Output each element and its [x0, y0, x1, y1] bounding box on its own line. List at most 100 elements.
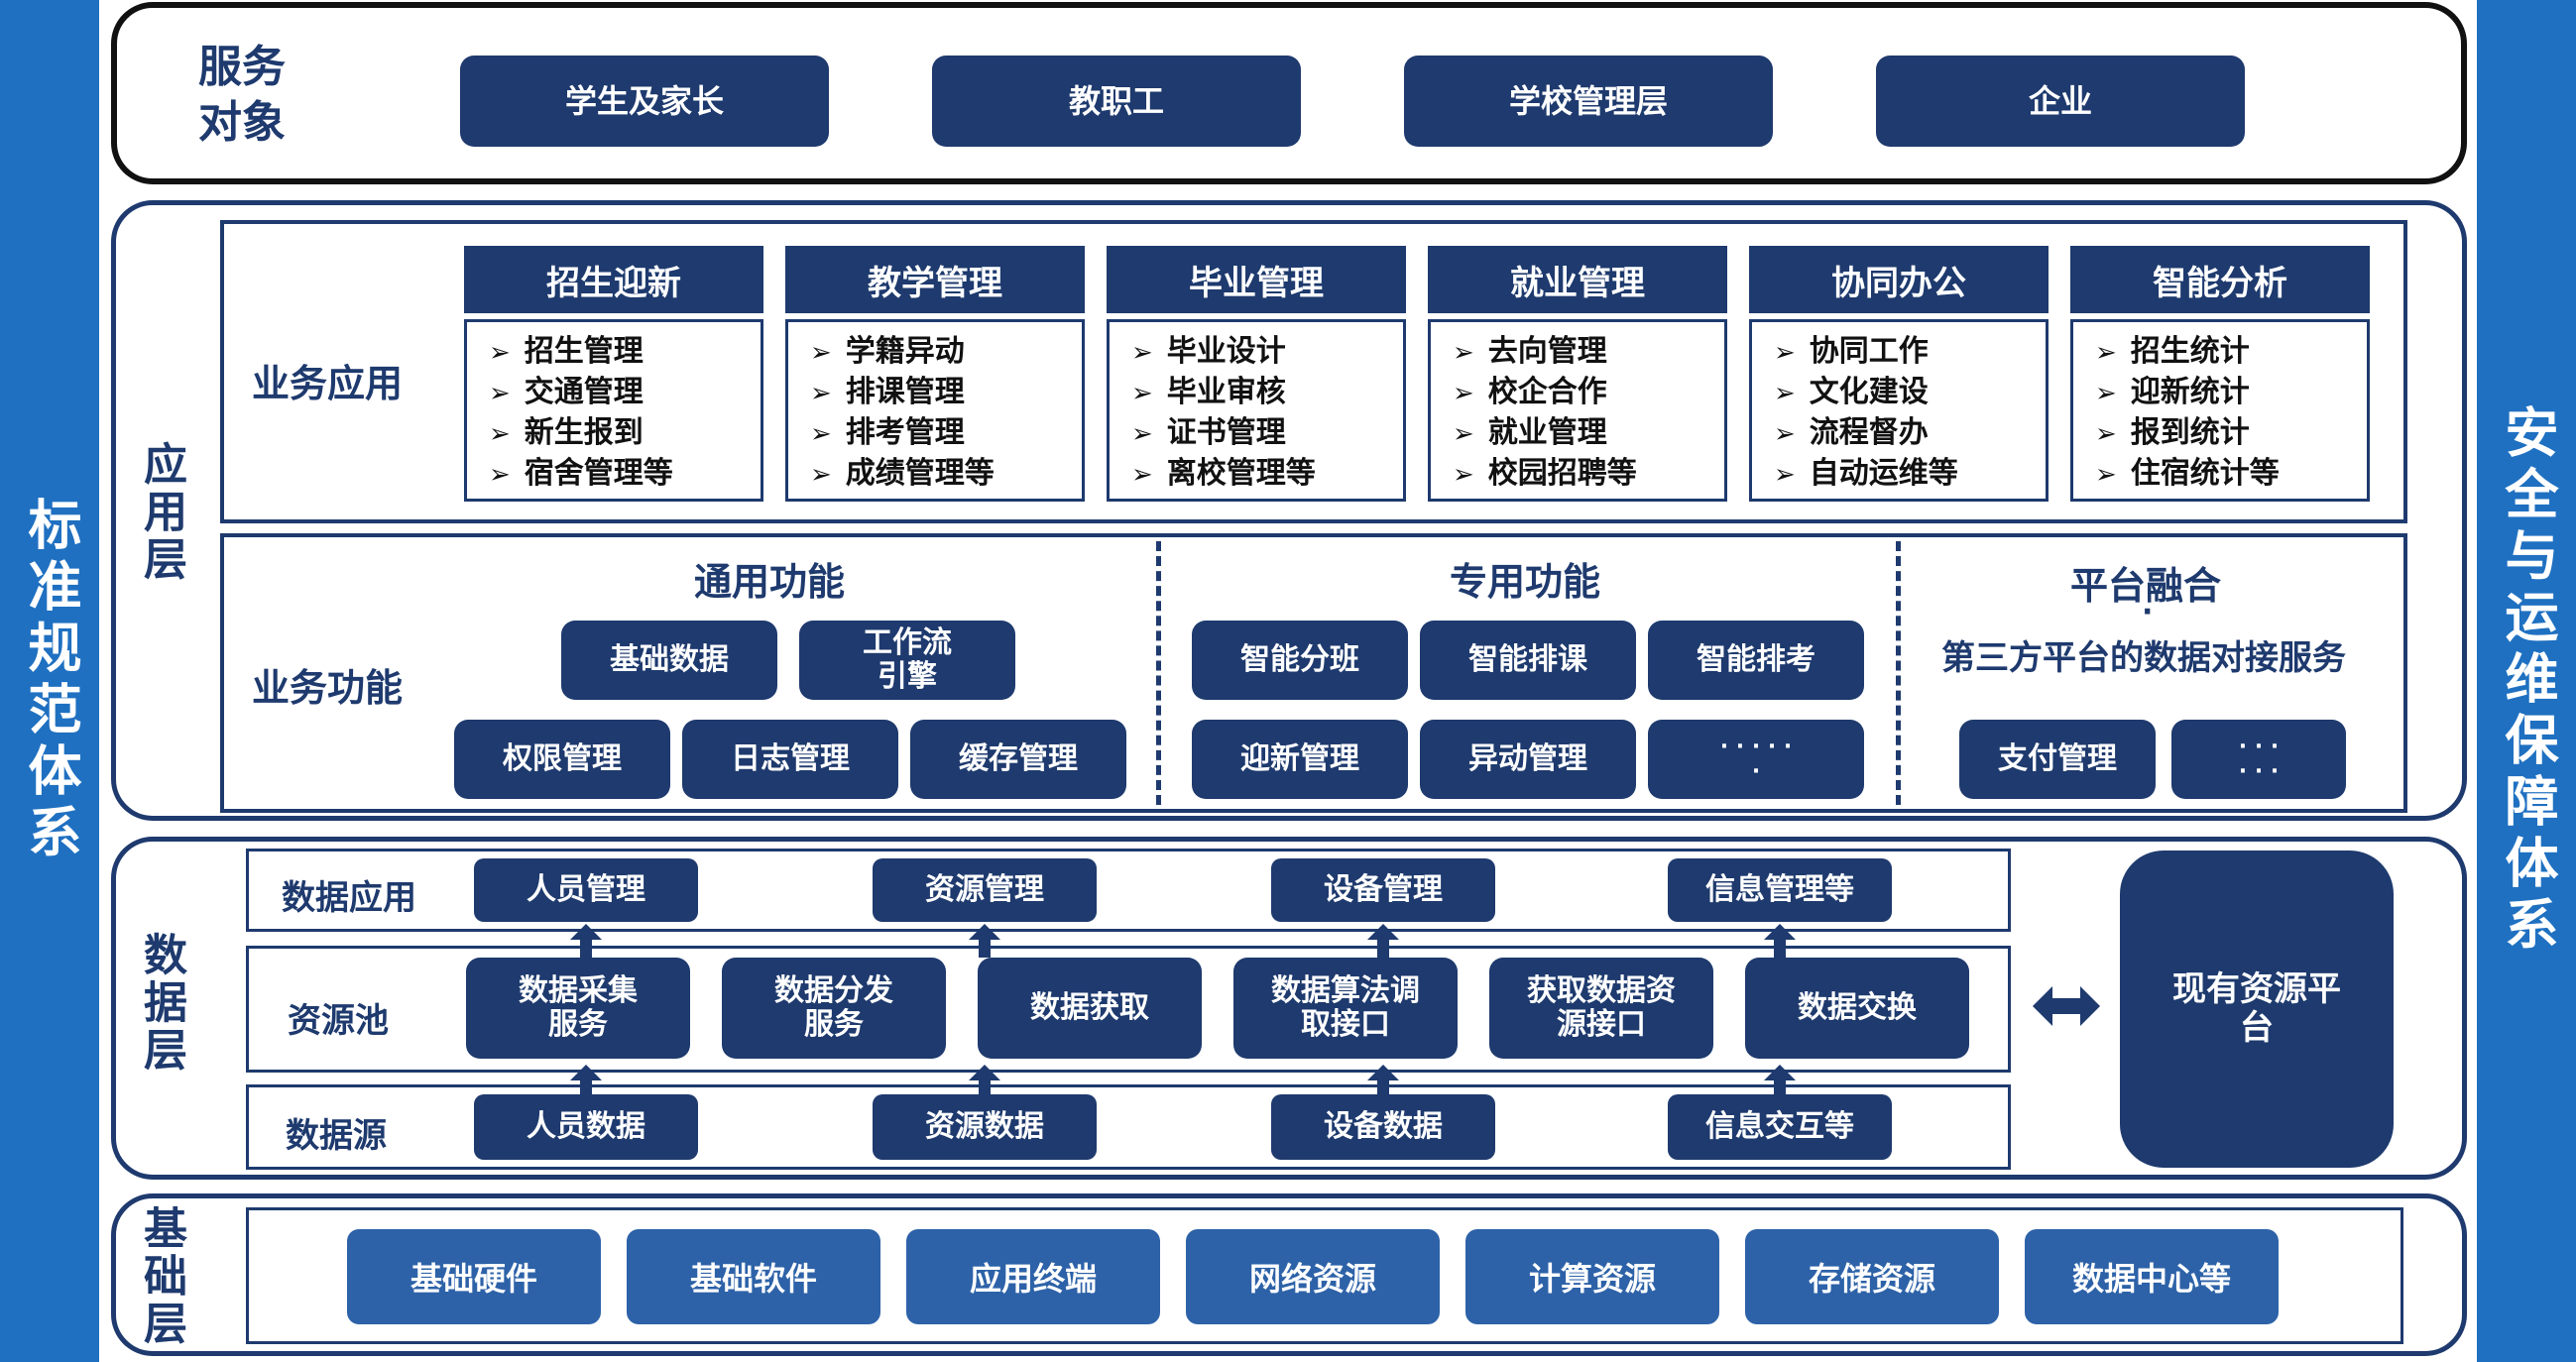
up-arrow-icon [570, 1065, 602, 1080]
general-title: 通用功能 [694, 560, 846, 604]
module-item: 流程督办 [1774, 413, 2046, 454]
platform-dot: · [2142, 595, 2154, 629]
module-item: 成绩管理等 [810, 454, 1082, 495]
data-app-info: 信息管理等 [1668, 858, 1892, 922]
general-btn-log: 日志管理 [682, 720, 898, 799]
general-btn-cache: 缓存管理 [910, 720, 1126, 799]
special-title: 专用功能 [1450, 560, 1601, 604]
bidirectional-arrow-icon [2033, 986, 2100, 1026]
module-title-analytics: 智能分析 [2070, 246, 2370, 313]
service-item-students: 学生及家长 [460, 56, 829, 147]
data-app-device: 设备管理 [1271, 858, 1495, 922]
arrow-stem [1774, 1080, 1786, 1094]
base-item-datacenter: 数据中心等 [2025, 1229, 2279, 1324]
module-item: 协同工作 [1774, 332, 2046, 373]
module-item: 招生管理 [489, 332, 761, 373]
service-label-text: 服务对象 [198, 42, 286, 148]
module-title-office: 协同办公 [1749, 246, 2049, 313]
base-item-terminal: 应用终端 [906, 1229, 1160, 1324]
up-arrow-icon [969, 924, 1000, 940]
module-item: 新生报到 [489, 413, 761, 454]
divider-2 [1896, 541, 1901, 805]
module-item: 宿舍管理等 [489, 454, 761, 495]
data-app-people: 人员管理 [474, 858, 698, 922]
arrow-stem [580, 940, 592, 958]
special-btn-schedule: 智能排课 [1420, 621, 1636, 700]
data-app-label: 数据应用 [282, 878, 416, 918]
pool-resource-api: 获取数据资 源接口 [1489, 958, 1713, 1059]
service-label: 服务对象 [198, 36, 317, 155]
base-item-software: 基础软件 [627, 1229, 880, 1324]
module-list-admission: 招生管理交通管理新生报到宿舍管理等 [464, 319, 763, 502]
module-item: 自动运维等 [1774, 454, 2046, 495]
source-resource: 资源数据 [873, 1094, 1097, 1160]
module-list-graduation: 毕业设计毕业审核证书管理离校管理等 [1107, 319, 1406, 502]
existing-platform: 现有资源平 台 [2120, 851, 2394, 1168]
security-bar: 安全与运维保障体系 [2477, 0, 2576, 1362]
platform-btn-more: · · · · · · [2171, 720, 2346, 799]
biz-app-label: 业务应用 [252, 362, 404, 405]
module-title-admission: 招生迎新 [464, 246, 763, 313]
module-list-teaching: 学籍异动排课管理排考管理成绩管理等 [785, 319, 1085, 502]
up-arrow-icon [1367, 924, 1399, 940]
security-bar-label: 安全与运维保障体系 [2496, 404, 2558, 958]
module-title-teaching: 教学管理 [785, 246, 1085, 313]
platform-title: 平台融合 [2070, 564, 2222, 608]
data-layer-label: 数据层 [136, 932, 186, 1075]
module-item: 交通管理 [489, 373, 761, 413]
module-item: 排课管理 [810, 373, 1082, 413]
up-arrow-icon [969, 1065, 1000, 1080]
arrow-stem [1377, 1080, 1389, 1094]
service-item-staff: 教职工 [932, 56, 1301, 147]
source-info: 信息交互等 [1668, 1094, 1892, 1160]
data-source-label: 数据源 [286, 1116, 387, 1156]
up-arrow-icon [570, 924, 602, 940]
special-btn-change: 异动管理 [1420, 720, 1636, 799]
module-item: 证书管理 [1131, 413, 1403, 454]
up-arrow-icon [1764, 1065, 1796, 1080]
base-item-network: 网络资源 [1186, 1229, 1440, 1324]
module-item: 招生统计 [2095, 332, 2367, 373]
data-app-resource: 资源管理 [873, 858, 1097, 922]
special-btn-class: 智能分班 [1192, 621, 1408, 700]
biz-func-label: 业务功能 [252, 666, 404, 710]
pool-collect: 数据采集 服务 [466, 958, 690, 1059]
module-item: 离校管理等 [1131, 454, 1403, 495]
pool-fetch: 数据获取 [978, 958, 1202, 1059]
special-btn-exam: 智能排考 [1648, 621, 1864, 700]
base-item-hardware: 基础硬件 [347, 1229, 601, 1324]
pool-algorithm-api: 数据算法调 取接口 [1233, 958, 1458, 1059]
module-item: 校企合作 [1453, 373, 1724, 413]
general-btn-permission: 权限管理 [454, 720, 670, 799]
arrow-stem [1377, 940, 1389, 958]
module-title-graduation: 毕业管理 [1107, 246, 1406, 313]
arrow-stem [979, 1080, 991, 1094]
module-list-employment: 去向管理校企合作就业管理校园招聘等 [1428, 319, 1727, 502]
module-title-employment: 就业管理 [1428, 246, 1727, 313]
module-item: 住宿统计等 [2095, 454, 2367, 495]
module-item: 学籍异动 [810, 332, 1082, 373]
general-btn-basic-data: 基础数据 [561, 621, 777, 700]
base-layer-label: 基础层 [136, 1205, 186, 1348]
module-list-office: 协同工作文化建设流程督办自动运维等 [1749, 319, 2049, 502]
source-device: 设备数据 [1271, 1094, 1495, 1160]
base-item-storage: 存储资源 [1745, 1229, 1999, 1324]
service-item-enterprise: 企业 [1876, 56, 2245, 147]
resource-pool-label: 资源池 [288, 1001, 389, 1041]
platform-subtitle: 第三方平台的数据对接服务 [1941, 638, 2346, 678]
up-arrow-icon [1367, 1065, 1399, 1080]
pool-distribute: 数据分发 服务 [722, 958, 946, 1059]
module-item: 就业管理 [1453, 413, 1724, 454]
standards-bar-label: 标准规范体系 [19, 497, 81, 865]
pool-exchange: 数据交换 [1745, 958, 1969, 1059]
general-btn-workflow: 工作流 引擎 [799, 621, 1015, 700]
arrow-stem [1774, 940, 1786, 958]
module-item: 迎新统计 [2095, 373, 2367, 413]
up-arrow-icon [1764, 924, 1796, 940]
module-item: 文化建设 [1774, 373, 2046, 413]
service-item-management: 学校管理层 [1404, 56, 1773, 147]
module-item: 毕业审核 [1131, 373, 1403, 413]
base-item-compute: 计算资源 [1465, 1229, 1719, 1324]
standards-bar: 标准规范体系 [0, 0, 99, 1362]
module-item: 去向管理 [1453, 332, 1724, 373]
